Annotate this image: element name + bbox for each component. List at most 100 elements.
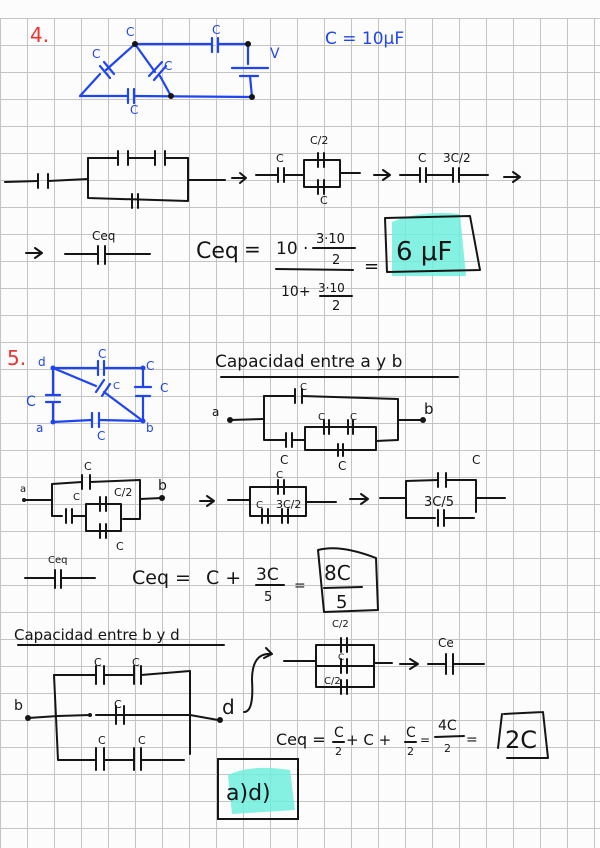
node-dot [140, 365, 146, 371]
numerator-frac-top: 3·10 [316, 232, 345, 247]
label: 3C/2 [443, 151, 471, 165]
highlight [392, 213, 466, 276]
label: C [256, 500, 263, 511]
node-dot [249, 94, 255, 100]
capacitor-symbol [115, 705, 125, 725]
eq-sign: = [420, 733, 430, 747]
section-title-ab: Capacidad entre a y b [215, 352, 402, 372]
capacitor-symbol [90, 411, 101, 429]
wire [51, 418, 145, 424]
label: C [113, 381, 120, 392]
wire [78, 94, 254, 99]
node-label-b: b [424, 400, 434, 418]
eq-term: + C + [346, 731, 391, 749]
problem-4-equation: Ceq Ceq = 10 · 3·10 2 10+ 3·10 2 = 6 μF [25, 213, 481, 314]
wire [53, 670, 191, 717]
grid-paper [0, 18, 600, 848]
problem-4-number: 4. [30, 23, 49, 47]
wire [229, 418, 265, 421]
label: C [338, 459, 346, 473]
result-value: 2C [505, 726, 537, 754]
fraction-bar [434, 735, 465, 738]
label: C/2 [114, 486, 132, 499]
main-fraction-bar [275, 268, 354, 271]
label: 3C/5 [424, 495, 454, 510]
note-text: a)d) [226, 781, 271, 806]
label: Ceq [92, 229, 115, 243]
eq-lhs: Ceq [196, 239, 239, 264]
result-numerator: 8C [324, 561, 351, 585]
capacitor-symbol [65, 508, 73, 524]
denominator-frac-top: 3·10 [318, 281, 345, 295]
wire [303, 159, 361, 188]
node-dot [217, 717, 223, 723]
answer-note: a)d) [217, 758, 299, 820]
node-dot [22, 498, 26, 502]
capacitor-symbol [277, 479, 285, 495]
node-dot [420, 417, 426, 423]
wire [227, 486, 337, 517]
label: C [146, 359, 154, 373]
label: 3C/2 [276, 498, 301, 511]
node-label-b: b [158, 478, 167, 494]
node-label-a: a [36, 421, 43, 435]
label: C [116, 540, 124, 553]
capacitor-symbol [117, 150, 166, 166]
label: C [418, 151, 426, 165]
node-dot [159, 495, 165, 501]
highlight [228, 767, 295, 814]
capacitor-symbol [261, 508, 289, 524]
node-dot [227, 417, 233, 423]
numerator-frac-bottom: 2 [332, 253, 340, 268]
fraction-bottom: 5 [264, 590, 272, 605]
part-ab-equation: Ceq Ceq = C + 3C 5 = 8C 5 [24, 547, 379, 613]
label: C [132, 656, 140, 669]
fraction-top: 4C [438, 718, 457, 734]
wire [263, 395, 399, 442]
arrow-icon [231, 172, 247, 184]
label: C [338, 653, 344, 663]
capacitor-symbol [133, 385, 153, 398]
capacitor-symbol [99, 496, 107, 539]
label: C [164, 59, 172, 73]
label: C [138, 734, 146, 747]
node-label-d: d [38, 355, 46, 369]
arrow-icon [503, 171, 521, 183]
capacitor-symbol [337, 443, 344, 457]
part-bd-circuit: b d C C C C C C/2 C C/2 Ce [14, 619, 485, 771]
eq-sign: = [244, 237, 261, 261]
problem-5-circuit: d a b C C C C C C [26, 347, 168, 443]
label: Ce [438, 636, 454, 650]
capacitor-symbol [340, 637, 348, 695]
label: C [92, 47, 100, 61]
wire [4, 178, 89, 183]
label: C [276, 470, 283, 481]
wire [139, 497, 163, 500]
result-denominator: 5 [336, 592, 347, 613]
section-title-bd: Capacidad entre b y d [14, 626, 180, 644]
arrow-icon [349, 493, 369, 505]
label: C [98, 347, 106, 361]
label: C/2 [324, 676, 341, 687]
label: C [300, 382, 307, 393]
node-dot [168, 93, 174, 99]
wire [85, 503, 122, 532]
label: V [270, 46, 280, 62]
node-dot [245, 41, 251, 47]
part-bd-equation: Ceq = C 2 + C + C 2 = 4C 2 = 2C [276, 711, 549, 759]
capacitor-symbol [98, 60, 116, 80]
node-label-b: b [14, 698, 23, 714]
eq-term: C + [206, 567, 241, 589]
fraction-top: C [406, 725, 416, 741]
eq-lhs: Ceq = [276, 730, 326, 749]
fraction-top: 3C [256, 565, 279, 585]
wire [78, 42, 137, 98]
arrow-icon [399, 658, 419, 670]
node-dot [50, 365, 56, 371]
label: C/2 [310, 134, 328, 147]
part-ab-reduction: a b C C C/2 C C C 3C/2 3C/5 [20, 460, 506, 553]
capacitor-symbol [64, 245, 151, 265]
problem-5-number: 5. [7, 346, 26, 370]
